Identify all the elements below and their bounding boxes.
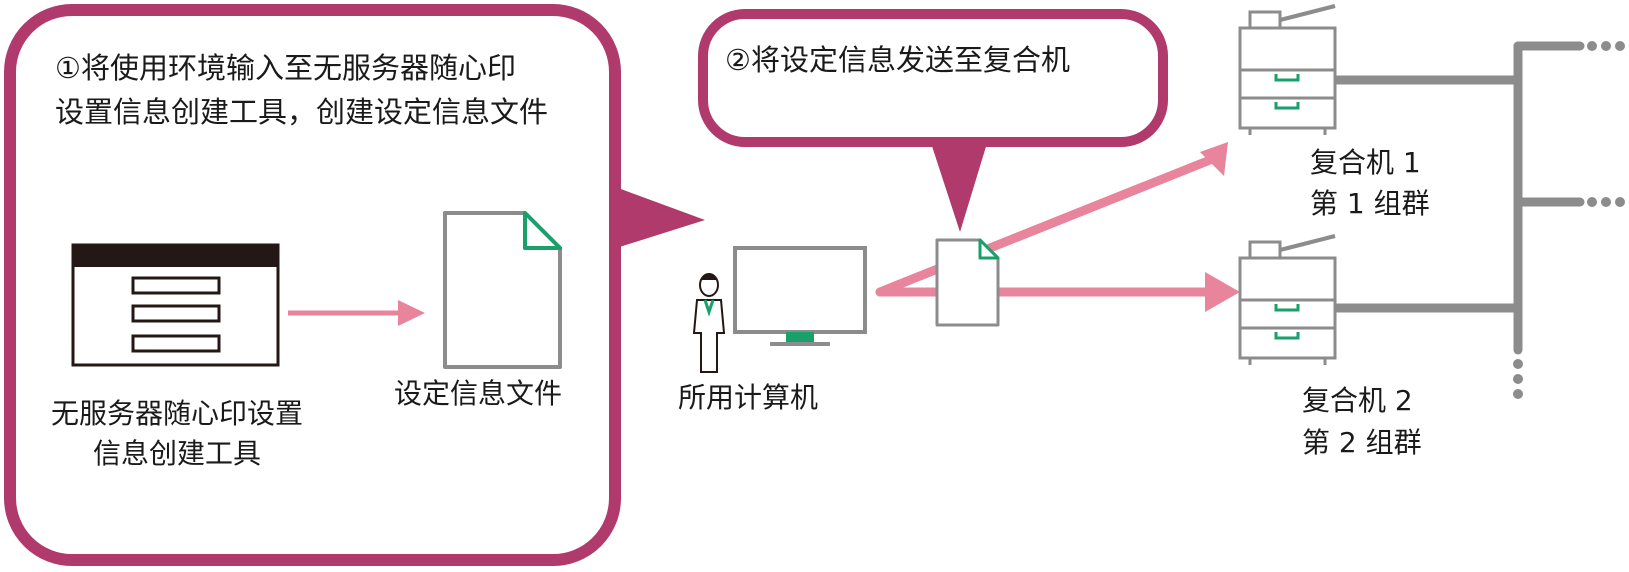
network-lines — [1330, 41, 1585, 355]
mfp1-icon — [1238, 4, 1337, 135]
arrow-tool-to-file — [288, 300, 425, 326]
monitor-icon — [733, 246, 867, 346]
settings-file-icon — [443, 211, 562, 369]
arrow-to-mfp2 — [875, 272, 1240, 312]
step2-callout: ②将设定信息发送至复合机 — [698, 9, 1168, 232]
step2-callout-pointer — [930, 140, 988, 232]
mfp1-group: 第 1 组群 — [1310, 187, 1430, 220]
network-continuation-dots — [1513, 41, 1625, 399]
mfp2-icon — [1238, 234, 1337, 365]
mfp2-group: 第 2 组群 — [1302, 426, 1422, 459]
tool-window-icon — [71, 243, 280, 367]
mfp2-name: 复合机 2 — [1302, 384, 1413, 417]
small-file-icon — [935, 238, 1000, 327]
settings-file-label: 设定信息文件 — [394, 377, 562, 410]
step2-line1: ②将设定信息发送至复合机 — [725, 43, 1070, 77]
computer-label: 所用计算机 — [678, 381, 818, 414]
step1-callout-pointer — [610, 185, 705, 250]
step1-callout-box — [4, 4, 621, 566]
tool-label-line1: 无服务器随心印设置 — [51, 397, 303, 430]
arrow-to-mfp1 — [875, 142, 1228, 297]
person-icon — [692, 273, 726, 373]
step2-callout-box — [698, 9, 1168, 147]
mfp1-name: 复合机 1 — [1310, 146, 1421, 179]
step1-line2: 设置信息创建工具，创建设定信息文件 — [55, 95, 548, 129]
step1-callout: ①将使用环境输入至无服务器随心印 设置信息创建工具，创建设定信息文件 — [4, 4, 705, 566]
tool-label-line2: 信息创建工具 — [93, 437, 261, 470]
step1-line1: ①将使用环境输入至无服务器随心印 — [55, 51, 516, 85]
